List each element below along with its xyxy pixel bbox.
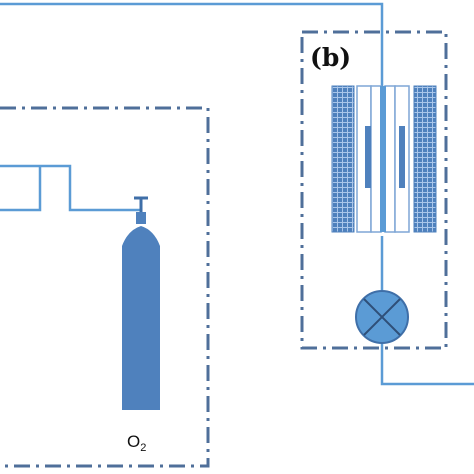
left-coil <box>331 85 355 233</box>
gas-label: O2 <box>127 432 146 454</box>
gas-supply-enclosure <box>0 106 210 468</box>
pump-icon <box>355 290 409 344</box>
reactor-enclosure <box>300 30 448 350</box>
gas-line <box>0 2 474 386</box>
center-tube <box>380 86 386 232</box>
reactor-cell-icon <box>331 85 437 233</box>
gas-cylinder-icon <box>122 196 160 410</box>
panel-label: (b) <box>310 43 351 72</box>
right-coil <box>413 85 437 233</box>
